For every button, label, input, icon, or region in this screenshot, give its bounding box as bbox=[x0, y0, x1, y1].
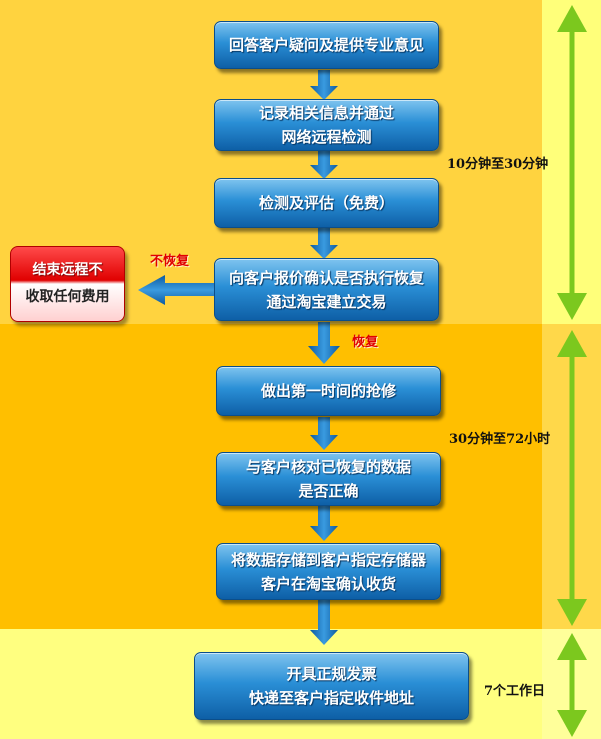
left-arrow-no-recovery bbox=[138, 275, 215, 305]
step-text: 记录相关信息并通过 bbox=[258, 104, 394, 122]
down-arrow-3 bbox=[310, 228, 338, 259]
step-text: 与客户核对已恢复的数据 bbox=[245, 458, 411, 476]
step-answer-questions: 回答客户疑问及提供专业意见 bbox=[214, 21, 439, 69]
step-remote-detection: 记录相关信息并通过 网络远程检测 bbox=[214, 99, 439, 151]
down-arrow-4 bbox=[308, 322, 340, 364]
step-text: 检测及评估（免费） bbox=[258, 194, 394, 212]
step-quote-confirm: 向客户报价确认是否执行恢复 通过淘宝建立交易 bbox=[214, 258, 439, 321]
end-text: 结束远程不 bbox=[32, 262, 103, 278]
step-evaluation: 检测及评估（免费） bbox=[214, 178, 439, 228]
step-text: 做出第一时间的抢修 bbox=[260, 382, 396, 400]
down-arrow-5 bbox=[310, 417, 338, 450]
step-text: 开具正规发票 bbox=[286, 665, 377, 683]
down-arrow-6 bbox=[310, 506, 338, 541]
timeline-arrow-1 bbox=[557, 5, 587, 320]
step-verify-data: 与客户核对已恢复的数据 是否正确 bbox=[216, 452, 441, 506]
step-text: 快递至客户指定收件地址 bbox=[248, 689, 414, 707]
end-text: 收取任何费用 bbox=[25, 289, 110, 305]
down-arrow-1 bbox=[310, 70, 338, 100]
step-invoice-delivery: 开具正规发票 快递至客户指定收件地址 bbox=[194, 652, 469, 720]
down-arrow-7 bbox=[310, 600, 338, 645]
step-text: 通过淘宝建立交易 bbox=[266, 292, 387, 311]
step-emergency-repair: 做出第一时间的抢修 bbox=[216, 366, 441, 416]
step-text: 回答客户疑问及提供专业意见 bbox=[228, 36, 424, 54]
no-recovery-label: 不恢复 bbox=[150, 254, 190, 269]
step-store-data: 将数据存储到客户指定存储器 客户在淘宝确认收货 bbox=[216, 543, 441, 600]
end-no-charge-box: 结束远程不 收取任何费用 bbox=[10, 246, 125, 322]
step-text: 网络远程检测 bbox=[281, 128, 372, 146]
timeline-arrow-2 bbox=[557, 330, 587, 626]
step-text: 将数据存储到客户指定存储器 bbox=[230, 550, 426, 569]
step-text: 客户在淘宝确认收货 bbox=[260, 574, 396, 593]
timeline-arrow-3 bbox=[557, 633, 587, 737]
step-text: 是否正确 bbox=[298, 482, 359, 500]
step-text: 向客户报价确认是否执行恢复 bbox=[228, 268, 424, 287]
recovery-label: 恢复 bbox=[352, 335, 379, 350]
timeline-label-1: 10分钟至30分钟 bbox=[447, 157, 549, 172]
timeline-label-3: 7个工作日 bbox=[484, 684, 546, 699]
down-arrow-2 bbox=[310, 150, 338, 179]
timeline-label-2: 30分钟至72小时 bbox=[449, 432, 551, 447]
